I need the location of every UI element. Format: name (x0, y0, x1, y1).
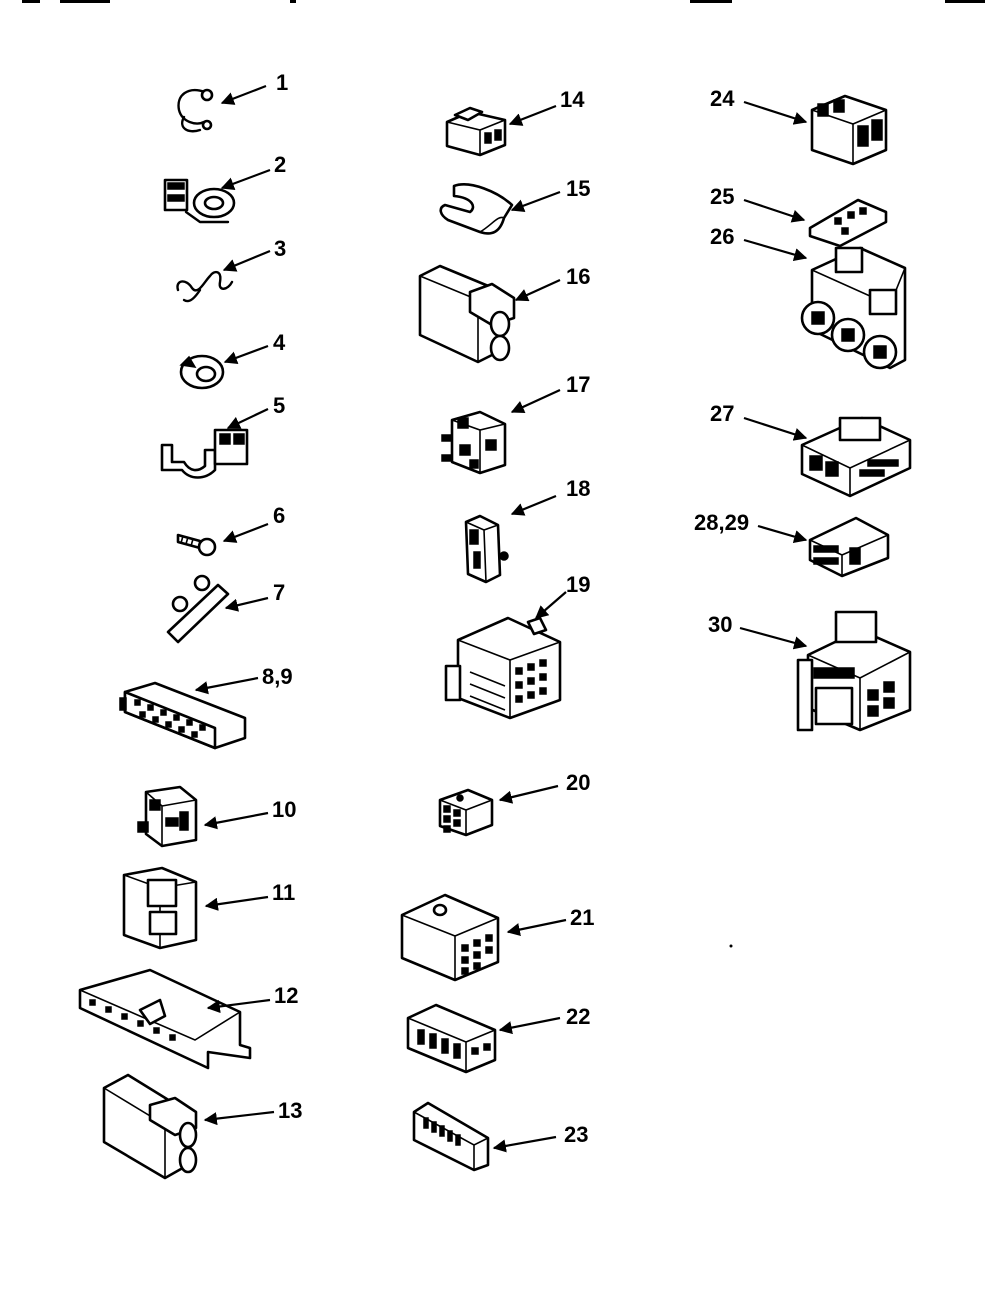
part-19-multipin-connector (444, 616, 562, 720)
part-21-large-cube-connector (400, 893, 500, 982)
part-14-connector (445, 106, 507, 157)
callout-25: 25 (710, 184, 734, 209)
callout-23: 23 (564, 1122, 588, 1147)
leader-12 (206, 998, 271, 1014)
callout-5: 5 (273, 393, 285, 418)
leader-18 (510, 494, 557, 516)
part-28-29-terminal (808, 516, 890, 578)
callout-14: 14 (560, 87, 585, 112)
callout-1: 1 (276, 70, 288, 95)
part-3-wire-tie (176, 270, 234, 303)
leader-10 (203, 811, 269, 830)
callout-13: 13 (278, 1098, 302, 1123)
leader-17 (510, 389, 561, 414)
leader-15 (510, 190, 561, 213)
leader-27 (743, 416, 808, 441)
part-2-harness-clip (163, 178, 236, 224)
leader-26 (743, 238, 808, 262)
callout-6: 6 (273, 503, 285, 528)
leader-23 (492, 1135, 557, 1153)
callout-26: 26 (710, 224, 734, 249)
callout-21: 21 (570, 905, 594, 930)
leader-24 (743, 100, 808, 125)
callout-18: 18 (566, 476, 590, 501)
leader-19 (535, 591, 567, 619)
callout-4: 4 (273, 330, 286, 355)
leader-3 (222, 249, 271, 272)
callout-19: 19 (566, 572, 590, 597)
leader-21 (506, 918, 567, 937)
part-27-connector (800, 416, 912, 498)
stray-dot (729, 944, 733, 948)
leader-5 (226, 408, 269, 429)
callout-11: 11 (272, 880, 295, 905)
callout-22: 22 (566, 1004, 590, 1029)
callout-2: 2 (274, 152, 286, 177)
part-24-block-connector (810, 94, 888, 166)
leader-28-29 (757, 524, 808, 544)
callout-27: 27 (710, 401, 734, 426)
callout-24: 24 (710, 86, 735, 111)
part-30-multi-connector (796, 610, 912, 732)
leader-7 (224, 596, 269, 612)
leader-1 (220, 84, 267, 105)
leader-30 (739, 626, 808, 650)
leader-22 (498, 1016, 561, 1035)
part-4-grommet (179, 354, 225, 390)
part-7-strain-relief (166, 574, 230, 644)
leader-25 (743, 198, 806, 223)
part-22-pin-connector (406, 1003, 497, 1074)
part-25-board (808, 198, 888, 248)
leader-4 (223, 344, 269, 365)
leader-16 (514, 278, 561, 302)
callout-30: 30 (708, 612, 732, 637)
part-16-housing (418, 264, 516, 364)
callout-20: 20 (566, 770, 590, 795)
leader-8-9 (194, 676, 259, 695)
part-11-housing (122, 866, 198, 950)
part-10-connector (137, 785, 198, 848)
callout-10: 10 (272, 797, 296, 822)
part-23-plate-connector (412, 1101, 490, 1172)
part-12-flat-connector (78, 968, 252, 1070)
callout-12: 12 (274, 983, 298, 1008)
part-5-cable-clamp (160, 428, 249, 479)
part-6-screw (176, 533, 217, 557)
leader-14 (508, 104, 557, 126)
part-26-socket-assembly (800, 246, 907, 370)
part-8-9-terminal-block (119, 681, 247, 750)
callout-8-9: 8,9 (262, 664, 293, 689)
part-17-cross-connector (441, 410, 507, 475)
leader-13 (203, 1110, 275, 1126)
callout-28-29: 28,29 (694, 510, 749, 535)
callout-16: 16 (566, 264, 590, 289)
callout-3: 3 (274, 236, 286, 261)
leader-2 (220, 168, 271, 191)
leader-6 (222, 522, 269, 543)
leader-11 (204, 895, 269, 911)
part-15-split-sleeve (439, 183, 514, 235)
top-edge-marks (22, 0, 985, 3)
part-20-cube-connector (438, 788, 494, 837)
callout-17: 17 (566, 372, 590, 397)
callout-7: 7 (273, 580, 285, 605)
leader-20 (498, 784, 559, 804)
part-13-rect-housing (102, 1073, 198, 1180)
part-18-vertical-clip (464, 514, 509, 584)
part-1-wire-clip (177, 88, 214, 133)
callout-15: 15 (566, 176, 590, 201)
